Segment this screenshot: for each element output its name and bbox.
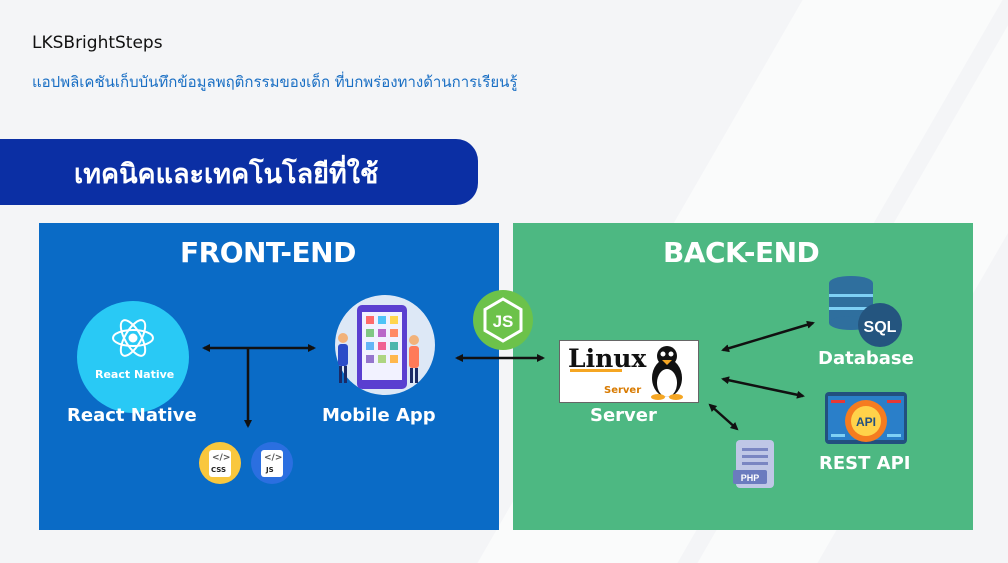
rest-api-label: REST API — [819, 453, 911, 474]
css-icon: </> CSS — [199, 442, 241, 484]
database-label: Database — [818, 348, 914, 369]
section-banner — [0, 139, 478, 205]
frontend-title: FRONT-END — [180, 236, 356, 269]
js-badge-text: JS — [266, 466, 274, 474]
linux-logo-subtext: Server — [604, 385, 642, 396]
mobile-app-label: Mobile App — [322, 405, 436, 426]
section-title: เทคนิคและเทคโนโลยีที่ใช้ — [74, 159, 379, 190]
linux-logo-text: Linux — [568, 344, 647, 373]
react-native-logo-text: React Native — [95, 368, 175, 381]
backend-title: BACK-END — [663, 236, 820, 269]
app-subtitle: แอปพลิเคชันเก็บบันทึกข้อมูลพฤติกรรมของเด… — [32, 73, 518, 91]
react-native-label: React Native — [67, 405, 197, 426]
server-label: Server — [590, 405, 657, 426]
css-badge-text: CSS — [211, 466, 227, 474]
js-icon: </> JS — [251, 442, 293, 484]
app-name: LKSBrightSteps — [32, 33, 163, 53]
react-native-logo — [77, 301, 189, 413]
